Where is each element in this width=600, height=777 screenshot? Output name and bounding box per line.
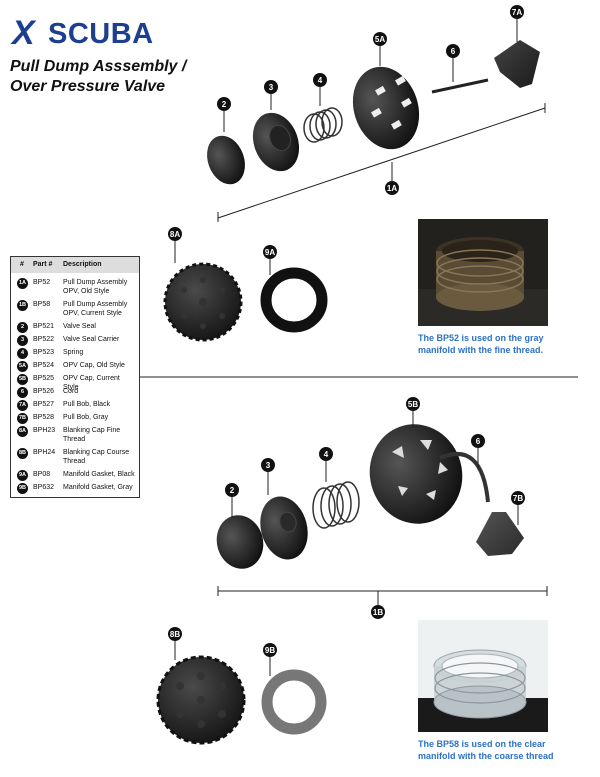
callout-4-top: 4: [318, 76, 323, 85]
legend-header-part: Part #: [33, 261, 53, 268]
legend-row-description: Manifold Gasket, Gray: [63, 484, 133, 491]
legend-row-part: BP58: [33, 301, 51, 308]
legend-row-number: 9B: [17, 483, 28, 494]
callout-2-bottom: 2: [230, 486, 235, 495]
pull-bob-7b: [476, 512, 524, 556]
callout-6-bottom: 6: [476, 437, 481, 446]
logo-text: SCUBA: [48, 18, 154, 50]
assembly-line-1a: [217, 107, 546, 219]
legend-row-part: BP08: [33, 471, 51, 478]
legend-row-number: 7A: [17, 400, 28, 411]
legend-row-part: BP521: [33, 323, 55, 330]
caption-top-line-1: The BP52 is used on the gray: [418, 333, 544, 343]
callout-8b: 8B: [170, 630, 180, 639]
callout-3-top: 3: [269, 83, 274, 92]
legend-row-number: 5A: [17, 361, 28, 372]
legend-row-part: BP526: [33, 388, 55, 395]
blanking-cap-8a: [163, 262, 243, 342]
legend-header-desc: Description: [63, 261, 102, 268]
legend-row-part: BP527: [33, 401, 55, 408]
opv-cap-5a: [352, 66, 420, 150]
valve-seal-2-top: [207, 135, 245, 185]
page-title-line-2: Over Pressure Valve: [10, 78, 166, 95]
legend-row-description: OPV Cap, Current Style: [63, 375, 120, 391]
valve-seal-2-bottom: [216, 515, 264, 569]
legend-row-description: Blanking Cap Fine Thread: [63, 427, 121, 443]
legend-row-description: Blanking Cap Course Thread: [63, 449, 130, 465]
callout-5b: 5B: [408, 400, 418, 409]
callout-5a: 5A: [375, 35, 385, 44]
callout-1a: 1A: [387, 184, 397, 193]
caption-bottom-line-2: manifold with the coarse thread: [418, 751, 554, 761]
callout-7a: 7A: [512, 8, 522, 17]
legend-row-number: 1A: [17, 278, 28, 289]
legend-row-part: BP524: [33, 362, 55, 369]
caption-top-line-2: manifold with the fine thread.: [418, 345, 544, 355]
legend-row-description: Manifold Gasket, Black: [63, 471, 135, 478]
legend-row-number: 6: [17, 387, 28, 398]
legend-row-number: 5B: [17, 374, 28, 385]
legend-row-part: BPH23: [33, 427, 56, 434]
callout-2-top: 2: [222, 100, 227, 109]
caption-top: The BP52 is used on the gray manifold wi…: [418, 332, 544, 356]
callout-9b: 9B: [265, 646, 275, 655]
legend-row-number: 1B: [17, 300, 28, 311]
logo-mark: X: [12, 14, 35, 52]
manifold-gasket-9a: [260, 267, 328, 333]
callout-8a: 8A: [170, 230, 180, 239]
legend-row-number: 7B: [17, 413, 28, 424]
legend-row-description: Pull Bob, Gray: [63, 414, 109, 421]
legend-row-number: 4: [17, 348, 28, 359]
caption-bottom: The BP58 is used on the clear manifold w…: [418, 738, 554, 762]
page-title-line-1: Pull Dump Asssembly /: [10, 58, 187, 75]
legend-row-description: Valve Seal Carrier: [63, 336, 120, 343]
gray-manifold-photo: [418, 219, 548, 326]
legend-row-number: 8B: [17, 448, 28, 459]
callout-1b: 1B: [373, 608, 383, 617]
callout-9a: 9A: [265, 248, 275, 257]
legend-row-part: BP528: [33, 414, 55, 421]
legend-row-part: BP522: [33, 336, 55, 343]
callout-4-bottom: 4: [324, 450, 329, 459]
callout-6-top: 6: [451, 47, 456, 56]
legend-row-description: Spring: [63, 349, 84, 356]
blanking-cap-8b: [156, 655, 246, 745]
clear-manifold-photo: [418, 620, 548, 732]
callout-7b: 7B: [513, 494, 523, 503]
pull-bob-7a: [494, 40, 540, 88]
legend-row-description: Cord: [63, 388, 79, 395]
legend-row-description: Valve Seal: [63, 323, 96, 330]
cord-6-bottom: [439, 452, 490, 503]
legend-row-part: BP523: [33, 349, 55, 356]
legend-row-description: Pull Bob, Black: [63, 401, 111, 408]
spring-4-top: [303, 107, 343, 143]
xs-scuba-logo: X SCUBA: [12, 12, 162, 52]
caption-bottom-line-1: The BP58 is used on the clear: [418, 739, 546, 749]
callout-3-bottom: 3: [266, 461, 271, 470]
legend-row-part: BPH24: [33, 449, 56, 456]
spring-4-bottom: [312, 481, 360, 529]
legend-row-description: OPV Cap, Old Style: [63, 362, 125, 369]
legend-row-number: 8A: [17, 426, 28, 437]
legend-header: # Part # Description: [11, 257, 139, 273]
legend-row-part: BP52: [33, 279, 51, 286]
legend-row-part: BP525: [33, 375, 55, 382]
legend-row-description: Pull Dump Assembly OPV, Old Style: [63, 279, 128, 295]
legend-header-num: #: [20, 261, 24, 268]
manifold-gasket-9b: [261, 669, 327, 735]
legend-row-number: 3: [17, 335, 28, 346]
legend-row-part: BP632: [33, 484, 55, 491]
opv-cap-5b: [369, 424, 463, 524]
legend-row-number: 9A: [17, 470, 28, 481]
legend-row-number: 2: [17, 322, 28, 333]
cord-6-top: [431, 78, 489, 94]
legend-row-description: Pull Dump Assembly OPV, Current Style: [63, 301, 128, 317]
